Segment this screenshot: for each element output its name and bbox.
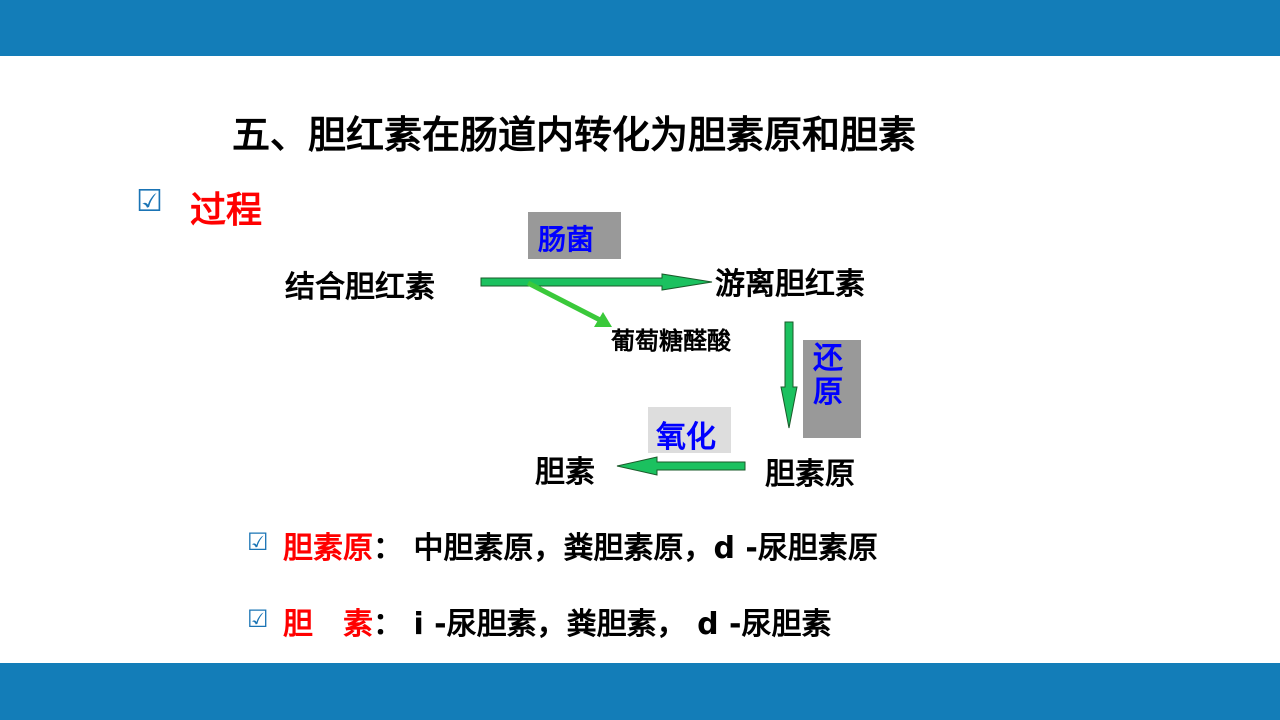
bullet-term: 胆素原 [283, 531, 373, 566]
arrow-diagonal [526, 280, 602, 323]
arrow-down [780, 321, 798, 429]
arrow-diagonal-head [594, 312, 612, 327]
bacteria-box [528, 212, 621, 259]
checkbox-icon: ☑ [247, 605, 269, 633]
bullet-text: 中胆素原，粪胆素原，d -尿胆素原 [413, 531, 878, 566]
bullet-sep: ： [373, 607, 403, 642]
urobilinogen: 胆素原 [765, 457, 855, 492]
reduction-label: 还原 [813, 341, 843, 410]
checkbox-icon: ☑ [136, 184, 163, 219]
oxidation-label: 氧化 [656, 420, 716, 455]
arrow-right [480, 273, 713, 291]
arrow-left [616, 456, 746, 476]
conjugated-bilirubin: 结合胆红素 [285, 270, 435, 305]
slide-title: 五、胆红素在肠道内转化为胆素原和胆素 [232, 113, 917, 157]
bullet-urobilinogen: 胆素原： 中胆素原，粪胆素原，d -尿胆素原 [283, 523, 878, 567]
free-bilirubin: 游离胆红素 [715, 267, 865, 302]
bullet-text: i -尿胆素，粪胆素， d -尿胆素 [413, 607, 832, 642]
bullet-sep: ： [373, 531, 403, 566]
oxidation-box [648, 407, 731, 453]
bullet-term: 胆 素 [283, 607, 373, 642]
bullet-urobilin: 胆 素： i -尿胆素，粪胆素， d -尿胆素 [283, 599, 831, 643]
section-label: 过程 [190, 190, 263, 231]
checkbox-icon: ☑ [247, 528, 269, 556]
glucuronic-acid: 葡萄糖醛酸 [611, 327, 731, 355]
urobilin: 胆素 [535, 455, 595, 490]
reduction-box [803, 340, 861, 438]
bottom-banner [0, 663, 1280, 720]
bacteria-label: 肠菌 [538, 223, 595, 256]
top-banner [0, 0, 1280, 56]
